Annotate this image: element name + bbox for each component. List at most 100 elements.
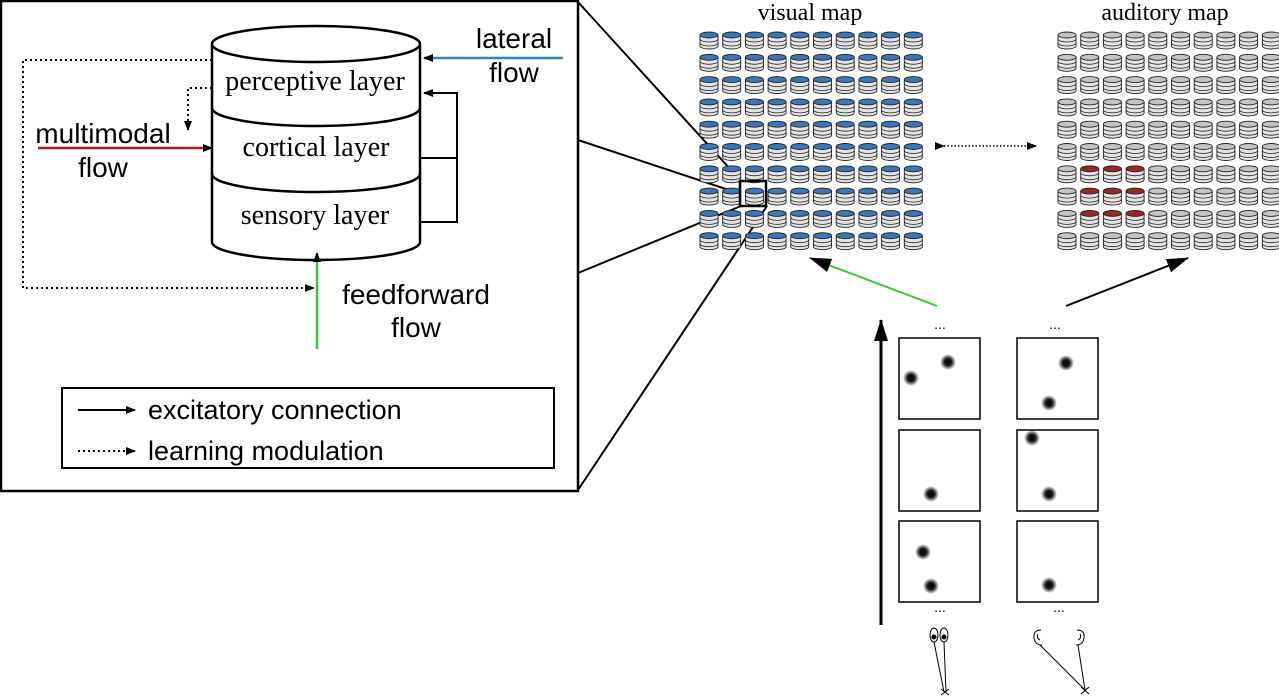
- cortical-layer-label: cortical layer: [243, 132, 391, 163]
- map-unit: [767, 120, 787, 139]
- legend-box: [61, 387, 555, 469]
- feedforward-label: feedforward: [342, 279, 490, 310]
- map-unit: [744, 165, 764, 184]
- map-unit: [790, 76, 810, 95]
- map-unit: [881, 120, 901, 139]
- map-unit: [744, 232, 764, 251]
- map-unit: [1239, 53, 1259, 72]
- map-unit: [767, 165, 787, 184]
- map-unit: [835, 98, 855, 117]
- map-unit: [858, 165, 878, 184]
- map-unit: [744, 53, 764, 72]
- map-unit: [858, 98, 878, 117]
- map-unit: [1261, 120, 1279, 139]
- map-unit: [1125, 209, 1145, 228]
- map-unit: [1057, 98, 1077, 117]
- map-unit: [1261, 187, 1279, 206]
- map-unit: [1080, 31, 1100, 50]
- map-unit: [881, 232, 901, 251]
- map-unit: [767, 31, 787, 50]
- map-unit: [722, 76, 742, 95]
- learning-legend-label: learning modulation: [148, 436, 384, 466]
- map-unit: [1193, 120, 1213, 139]
- map-unit: [1148, 98, 1168, 117]
- map-unit: [1102, 187, 1122, 206]
- map-unit: [1261, 209, 1279, 228]
- map-unit: [1171, 209, 1190, 228]
- map-unit: [1193, 53, 1213, 72]
- auditory-map-grid: [1057, 31, 1279, 251]
- map-unit: [1125, 187, 1145, 206]
- map-unit: [881, 165, 901, 184]
- map-unit: [1261, 98, 1279, 117]
- map-unit: [1193, 187, 1213, 206]
- map-unit: [1102, 232, 1122, 251]
- map-unit: [881, 98, 901, 117]
- map-unit: [1057, 31, 1077, 50]
- map-unit: [1080, 232, 1100, 251]
- map-unit: [1239, 76, 1259, 95]
- map-unit: [790, 53, 810, 72]
- map-unit: [699, 76, 719, 95]
- map-unit: [744, 98, 764, 117]
- map-unit: [1102, 120, 1122, 139]
- map-unit: [858, 187, 878, 206]
- map-unit: [744, 31, 764, 50]
- map-unit: [722, 98, 742, 117]
- map-unit: [1125, 143, 1145, 161]
- map-unit: [1261, 232, 1279, 251]
- map-unit: [835, 165, 855, 184]
- map-unit: [722, 209, 742, 228]
- map-unit: [1261, 76, 1279, 95]
- map-unit: [790, 187, 810, 206]
- map-unit: [835, 53, 855, 72]
- map-unit: [1239, 31, 1259, 50]
- map-unit: [1171, 165, 1190, 184]
- map-unit: [722, 53, 742, 72]
- map-unit: [1080, 187, 1100, 206]
- map-unit: [790, 232, 810, 251]
- map-unit: [858, 120, 878, 139]
- map-unit: [1125, 98, 1145, 117]
- map-unit: [722, 187, 742, 206]
- map-unit: [1057, 76, 1077, 95]
- auditory-ellipsis-bottom: ...: [1053, 599, 1065, 615]
- map-unit: [767, 209, 787, 228]
- map-unit: [744, 187, 764, 206]
- multimodal-flow-label: flow: [78, 152, 129, 183]
- map-unit: [813, 120, 832, 139]
- map-unit: [699, 53, 719, 72]
- map-unit: [903, 31, 923, 50]
- map-unit: [1125, 31, 1145, 50]
- map-unit: [1261, 53, 1279, 72]
- map-unit: [1261, 165, 1279, 184]
- selected-unit-highlight: [738, 179, 768, 208]
- map-unit: [722, 143, 742, 161]
- map-unit: [1171, 31, 1190, 50]
- map-unit: [699, 143, 719, 161]
- map-unit: [1171, 187, 1190, 206]
- map-unit: [813, 209, 832, 228]
- map-unit: [1057, 209, 1077, 228]
- map-unit: [1193, 232, 1213, 251]
- map-unit: [1171, 232, 1190, 251]
- map-unit: [1216, 187, 1236, 206]
- map-unit: [813, 31, 832, 50]
- map-unit: [1148, 209, 1168, 228]
- map-unit: [881, 76, 901, 95]
- map-unit: [767, 53, 787, 72]
- map-unit: [1171, 143, 1190, 161]
- map-unit: [699, 31, 719, 50]
- map-unit: [1148, 76, 1168, 95]
- perceptive-layer-label: perceptive layer: [225, 66, 405, 97]
- map-unit: [1239, 187, 1259, 206]
- visual-ellipsis-top: ...: [934, 316, 946, 332]
- map-unit: [790, 31, 810, 50]
- lateral-label: lateral: [476, 23, 552, 54]
- map-unit: [722, 120, 742, 139]
- map-unit: [1148, 31, 1168, 50]
- map-unit: [813, 53, 832, 72]
- map-unit: [1148, 53, 1168, 72]
- excitatory-legend-label: excitatory connection: [148, 395, 402, 425]
- map-unit: [903, 232, 923, 251]
